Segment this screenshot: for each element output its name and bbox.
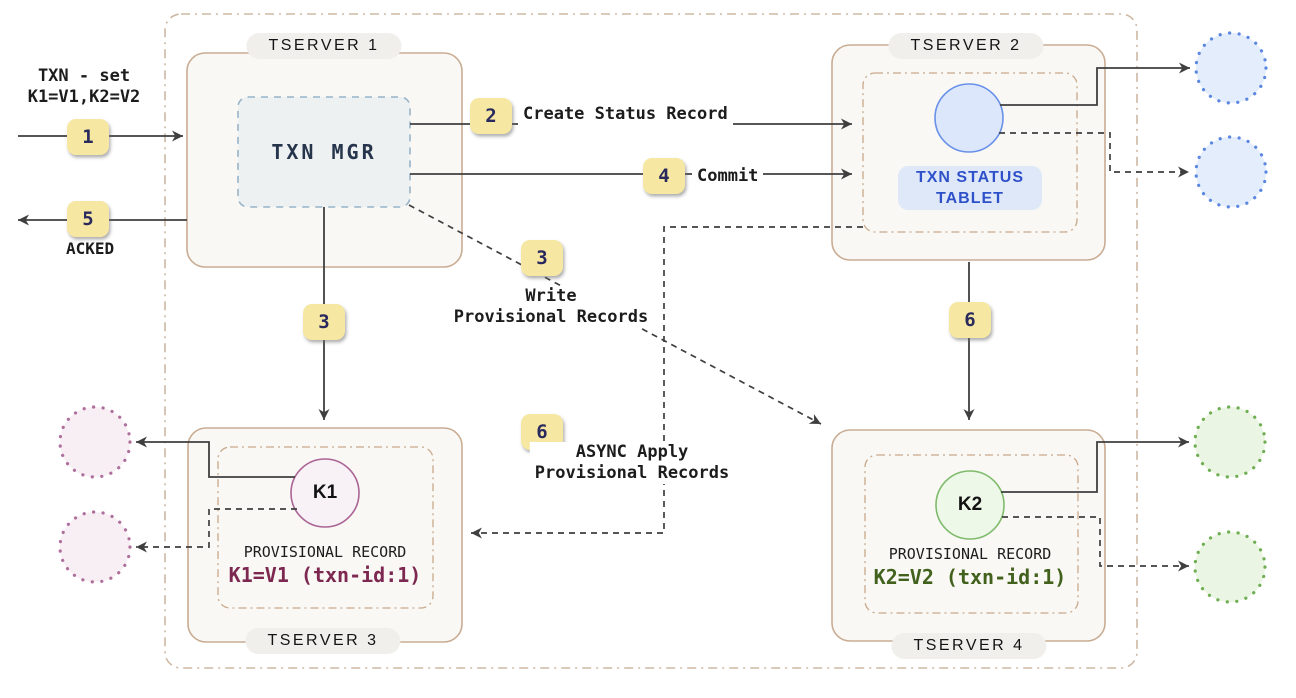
step6-number-async: 6 bbox=[536, 421, 548, 443]
tserver2-label: TSERVER 2 bbox=[888, 33, 1044, 59]
tserver3-tablet-group bbox=[217, 446, 434, 609]
step2-number: 2 bbox=[485, 105, 497, 127]
status-replica-circle-1 bbox=[1194, 31, 1268, 105]
step5-number: 5 bbox=[82, 208, 94, 230]
tserver3-label-text: TSERVER 3 bbox=[267, 632, 379, 649]
tserver2-label-text: TSERVER 2 bbox=[910, 37, 1022, 54]
tserver2-tablet-group bbox=[862, 72, 1078, 233]
step3-badge-write: 3 bbox=[521, 240, 563, 276]
k2-record-title: PROVISIONAL RECORD bbox=[888, 545, 1052, 563]
txn-status-circle bbox=[934, 83, 1004, 153]
txn-status-tablet-label: TXN STATUS TABLET bbox=[898, 166, 1042, 210]
status-replica-circle-2 bbox=[1194, 135, 1268, 209]
k2-key-label: K2 bbox=[957, 494, 983, 515]
step5-label: ACKED bbox=[66, 239, 115, 258]
k1-replica-circle-2 bbox=[58, 510, 132, 584]
tserver3-label: TSERVER 3 bbox=[245, 628, 401, 654]
tserver1-label: TSERVER 1 bbox=[246, 33, 402, 59]
step5-badge: 5 bbox=[67, 201, 109, 237]
step2-badge: 2 bbox=[470, 98, 512, 134]
step3-number-k1: 3 bbox=[318, 311, 330, 333]
tserver1-label-text: TSERVER 1 bbox=[268, 37, 380, 54]
k2-replica-circle-2 bbox=[1193, 530, 1267, 604]
step6-badge-k2: 6 bbox=[949, 302, 991, 338]
k1-tablet-circle bbox=[290, 458, 360, 528]
arrow-k1-replication-dashed bbox=[136, 508, 297, 553]
step2-label: Create Status Record bbox=[518, 104, 733, 125]
arrow-status-replication-solid bbox=[1000, 62, 1190, 106]
step6-label: ASYNC Apply Provisional Records bbox=[529, 442, 735, 484]
k2-replica-circle-1 bbox=[1193, 405, 1267, 479]
tserver4-tablet-group bbox=[864, 454, 1079, 614]
k1-record-value: K1=V1 (txn-id:1) bbox=[228, 563, 422, 587]
txn-mgr-label: TXN MGR bbox=[271, 140, 377, 164]
txn-mgr-box bbox=[237, 96, 411, 208]
arrow-step6-async-apply-k1 bbox=[471, 226, 863, 539]
arrow-k2-replication-solid bbox=[1001, 436, 1189, 493]
tserver4-label-text: TSERVER 4 bbox=[913, 637, 1025, 654]
step3-label: Write Provisional Records bbox=[448, 286, 654, 328]
step1-badge: 1 bbox=[67, 119, 109, 155]
k1-key-label: K1 bbox=[312, 482, 338, 503]
k2-record-value: K2=V2 (txn-id:1) bbox=[873, 565, 1067, 589]
step1-number: 1 bbox=[82, 126, 94, 148]
step4-label: Commit bbox=[692, 166, 764, 187]
arrow-status-replication-dashed bbox=[999, 132, 1189, 178]
step3-number-write: 3 bbox=[536, 247, 548, 269]
k1-record-title: PROVISIONAL RECORD bbox=[243, 543, 407, 561]
arrow-k1-replication-solid bbox=[136, 436, 295, 478]
step1-label: TXN - set K1=V1,K2=V2 bbox=[27, 66, 141, 107]
step6-number-k2: 6 bbox=[964, 309, 976, 331]
step3-badge-k1: 3 bbox=[303, 304, 345, 340]
cluster-boundary bbox=[164, 13, 1138, 669]
k2-tablet-circle bbox=[935, 470, 1005, 540]
tserver4-label: TSERVER 4 bbox=[891, 633, 1047, 659]
step4-number: 4 bbox=[658, 165, 670, 187]
arrow-k2-replication-dashed bbox=[1002, 516, 1189, 572]
step4-badge: 4 bbox=[643, 158, 685, 194]
k1-replica-circle-1 bbox=[58, 405, 132, 479]
